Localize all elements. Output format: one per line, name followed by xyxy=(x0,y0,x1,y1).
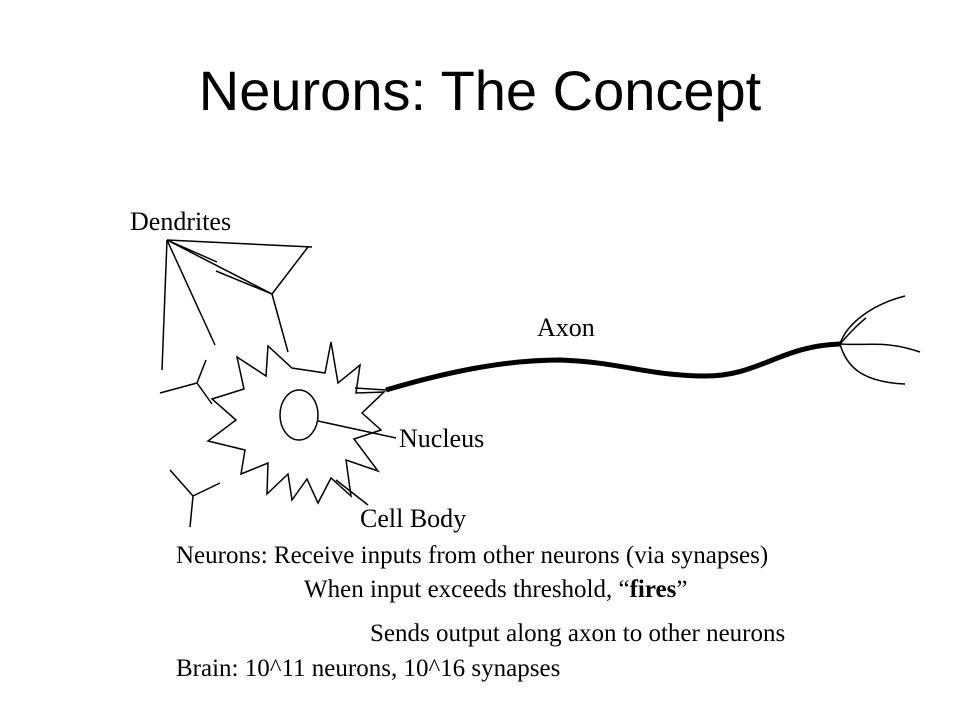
axon-shape xyxy=(385,341,841,393)
dendrites-label: Dendrites xyxy=(130,207,232,236)
dendrites xyxy=(159,239,313,528)
text-line-2: When input exceeds threshold, “fires” xyxy=(304,576,687,604)
axon-terminals xyxy=(839,295,921,385)
slide-title: Neurons: The Concept xyxy=(198,59,762,122)
fires-emphasis: fires xyxy=(629,576,677,603)
nucleus-leader-line xyxy=(317,420,397,439)
text-line-2-prefix: When input exceeds threshold, “ xyxy=(304,576,630,603)
axon-root-line xyxy=(354,387,387,391)
text-line-1: Neurons: Receive inputs from other neuro… xyxy=(176,542,769,569)
cell-body-leader-line xyxy=(335,479,369,506)
text-line-2-suffix: ” xyxy=(676,576,688,603)
nucleus-label: Nucleus xyxy=(399,424,485,453)
text-line-3: Sends output along axon to other neurons xyxy=(370,620,786,647)
cell-body-label: Cell Body xyxy=(360,504,467,533)
axon-label: Axon xyxy=(537,313,595,342)
text-line-4: Brain: 10^11 neurons, 10^16 synapses xyxy=(176,655,561,682)
nucleus-shape xyxy=(279,389,319,441)
